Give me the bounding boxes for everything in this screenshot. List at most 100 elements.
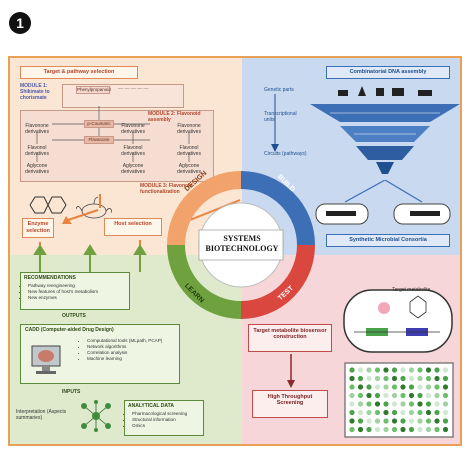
- plate-well: [442, 426, 449, 433]
- row-aglycone-right: Aglycone derivatives: [177, 163, 201, 175]
- plate-well: [442, 375, 449, 382]
- plate-well: [391, 375, 398, 382]
- plate-well: [425, 426, 432, 433]
- plate-well: [442, 409, 449, 416]
- well-plate: [344, 362, 454, 438]
- plate-well: [400, 384, 406, 390]
- plate-well: [425, 392, 432, 399]
- row-aglycone-left: Aglycone derivatives: [25, 163, 49, 175]
- analytical-data-box: ANALYTICAL DATA Pharmacological screenin…: [124, 400, 204, 436]
- plate-well: [425, 367, 432, 373]
- plate-well: [434, 367, 440, 373]
- outputs-label: OUTPUTS: [62, 313, 86, 319]
- plate-well: [383, 392, 389, 399]
- build-arc: [240, 171, 315, 246]
- transcriptional-units-label: Transcriptional units: [264, 111, 297, 123]
- cadd-item: Computational tools (MLpath, PCAP): [87, 338, 183, 344]
- plate-well: [408, 384, 415, 390]
- plate-well: [366, 426, 372, 433]
- build-title: Combinatorial DNA assembly: [326, 66, 450, 79]
- pathway-arrows: [36, 106, 190, 162]
- plate-well: [408, 409, 415, 416]
- row-aglycone-mid: Aglycone derivatives: [121, 163, 145, 175]
- computer-icon: [31, 345, 61, 374]
- plate-well: [417, 401, 423, 407]
- plate-well: [374, 426, 381, 433]
- plate-well: [366, 392, 372, 399]
- plate-well: [442, 367, 449, 373]
- dna-parts-icons: [338, 86, 432, 96]
- enzyme-selection-box: Enzyme selection: [22, 218, 54, 238]
- plate-well: [383, 375, 389, 382]
- learn-up-arrows: [33, 244, 147, 272]
- consortia-title: Synthetic Microbial Consortia: [326, 234, 450, 247]
- plate-well: [400, 367, 406, 373]
- plate-well: [408, 418, 415, 424]
- plate-well: [357, 409, 364, 416]
- test-arrow: [287, 354, 295, 388]
- plate-well: [442, 384, 449, 390]
- node-flavanone: Flavanone: [84, 136, 114, 144]
- recommendations-box: RECOMMENDATIONS Pathway reengineering Ne…: [20, 272, 130, 310]
- plate-well: [391, 418, 398, 424]
- plate-well: [349, 367, 355, 373]
- target-metabolite-label: Target metabolite: [392, 287, 431, 293]
- plate-well: [408, 367, 415, 373]
- plate-well: [391, 409, 398, 416]
- cadd-item: Network algorithms: [87, 344, 183, 350]
- plate-well: [374, 401, 381, 407]
- plate-well: [374, 384, 381, 390]
- plate-well: [442, 418, 449, 424]
- plate-well: [434, 375, 440, 382]
- recommendations-list: Pathway reengineering New features of ho…: [21, 283, 129, 301]
- plate-well: [391, 392, 398, 399]
- plate-well: [425, 409, 432, 416]
- plate-well: [400, 418, 406, 424]
- plate-well: [434, 418, 440, 424]
- plate-well: [442, 392, 449, 399]
- plate-well: [383, 401, 389, 407]
- circuits-label: Circuits (pathways): [264, 151, 307, 157]
- module2-box: [20, 110, 214, 182]
- plate-well: [400, 409, 406, 416]
- plate-well: [366, 384, 372, 390]
- plate-well: [349, 375, 355, 382]
- plate-well: [417, 392, 423, 399]
- test-arc: [240, 244, 315, 319]
- plate-well: [391, 367, 398, 373]
- plate-well: [442, 401, 449, 407]
- plate-well: [374, 392, 381, 399]
- inputs-label: INPUTS: [62, 389, 81, 395]
- plate-well: [374, 367, 381, 373]
- bacteria-icon: [76, 196, 112, 219]
- plate-well: [434, 384, 440, 390]
- plate-well: [408, 392, 415, 399]
- plate-well: [400, 392, 406, 399]
- plate-well: [408, 375, 415, 382]
- plate-well: [434, 426, 440, 433]
- figure-frame: [8, 56, 462, 446]
- node-phenylpropanoid: Phenylpropanoid: [76, 86, 111, 94]
- plate-well: [383, 426, 389, 433]
- module2-label: MODULE 2: Flavonoid assembly: [148, 111, 201, 123]
- center-line-1: SYSTEMS: [223, 234, 261, 243]
- plate-well: [383, 367, 389, 373]
- plate-well: [425, 375, 432, 382]
- module1-label: MODULE 1: Shikimate to chorismate: [20, 83, 50, 101]
- analytical-list: Pharmacological screening Structural inf…: [125, 411, 203, 429]
- plate-well: [434, 401, 440, 407]
- plate-well: [417, 367, 423, 373]
- recommendations-title: RECOMMENDATIONS: [24, 275, 76, 281]
- plate-well: [357, 367, 364, 373]
- plate-well: [366, 375, 372, 382]
- screening-box: High Throughput Screening: [252, 390, 328, 418]
- plate-well: [425, 401, 432, 407]
- recommendation-item: New enzymes: [28, 295, 129, 301]
- row-flavonone-left: Flavonone derivatives: [25, 123, 49, 135]
- plate-well: [400, 375, 406, 382]
- row-flavonone-mid: Flavonone derivatives: [121, 123, 145, 135]
- design-arc: [167, 171, 242, 246]
- plate-well: [357, 426, 364, 433]
- plate-well: [366, 409, 372, 416]
- recommendation-item: Pathway reengineering: [28, 283, 129, 289]
